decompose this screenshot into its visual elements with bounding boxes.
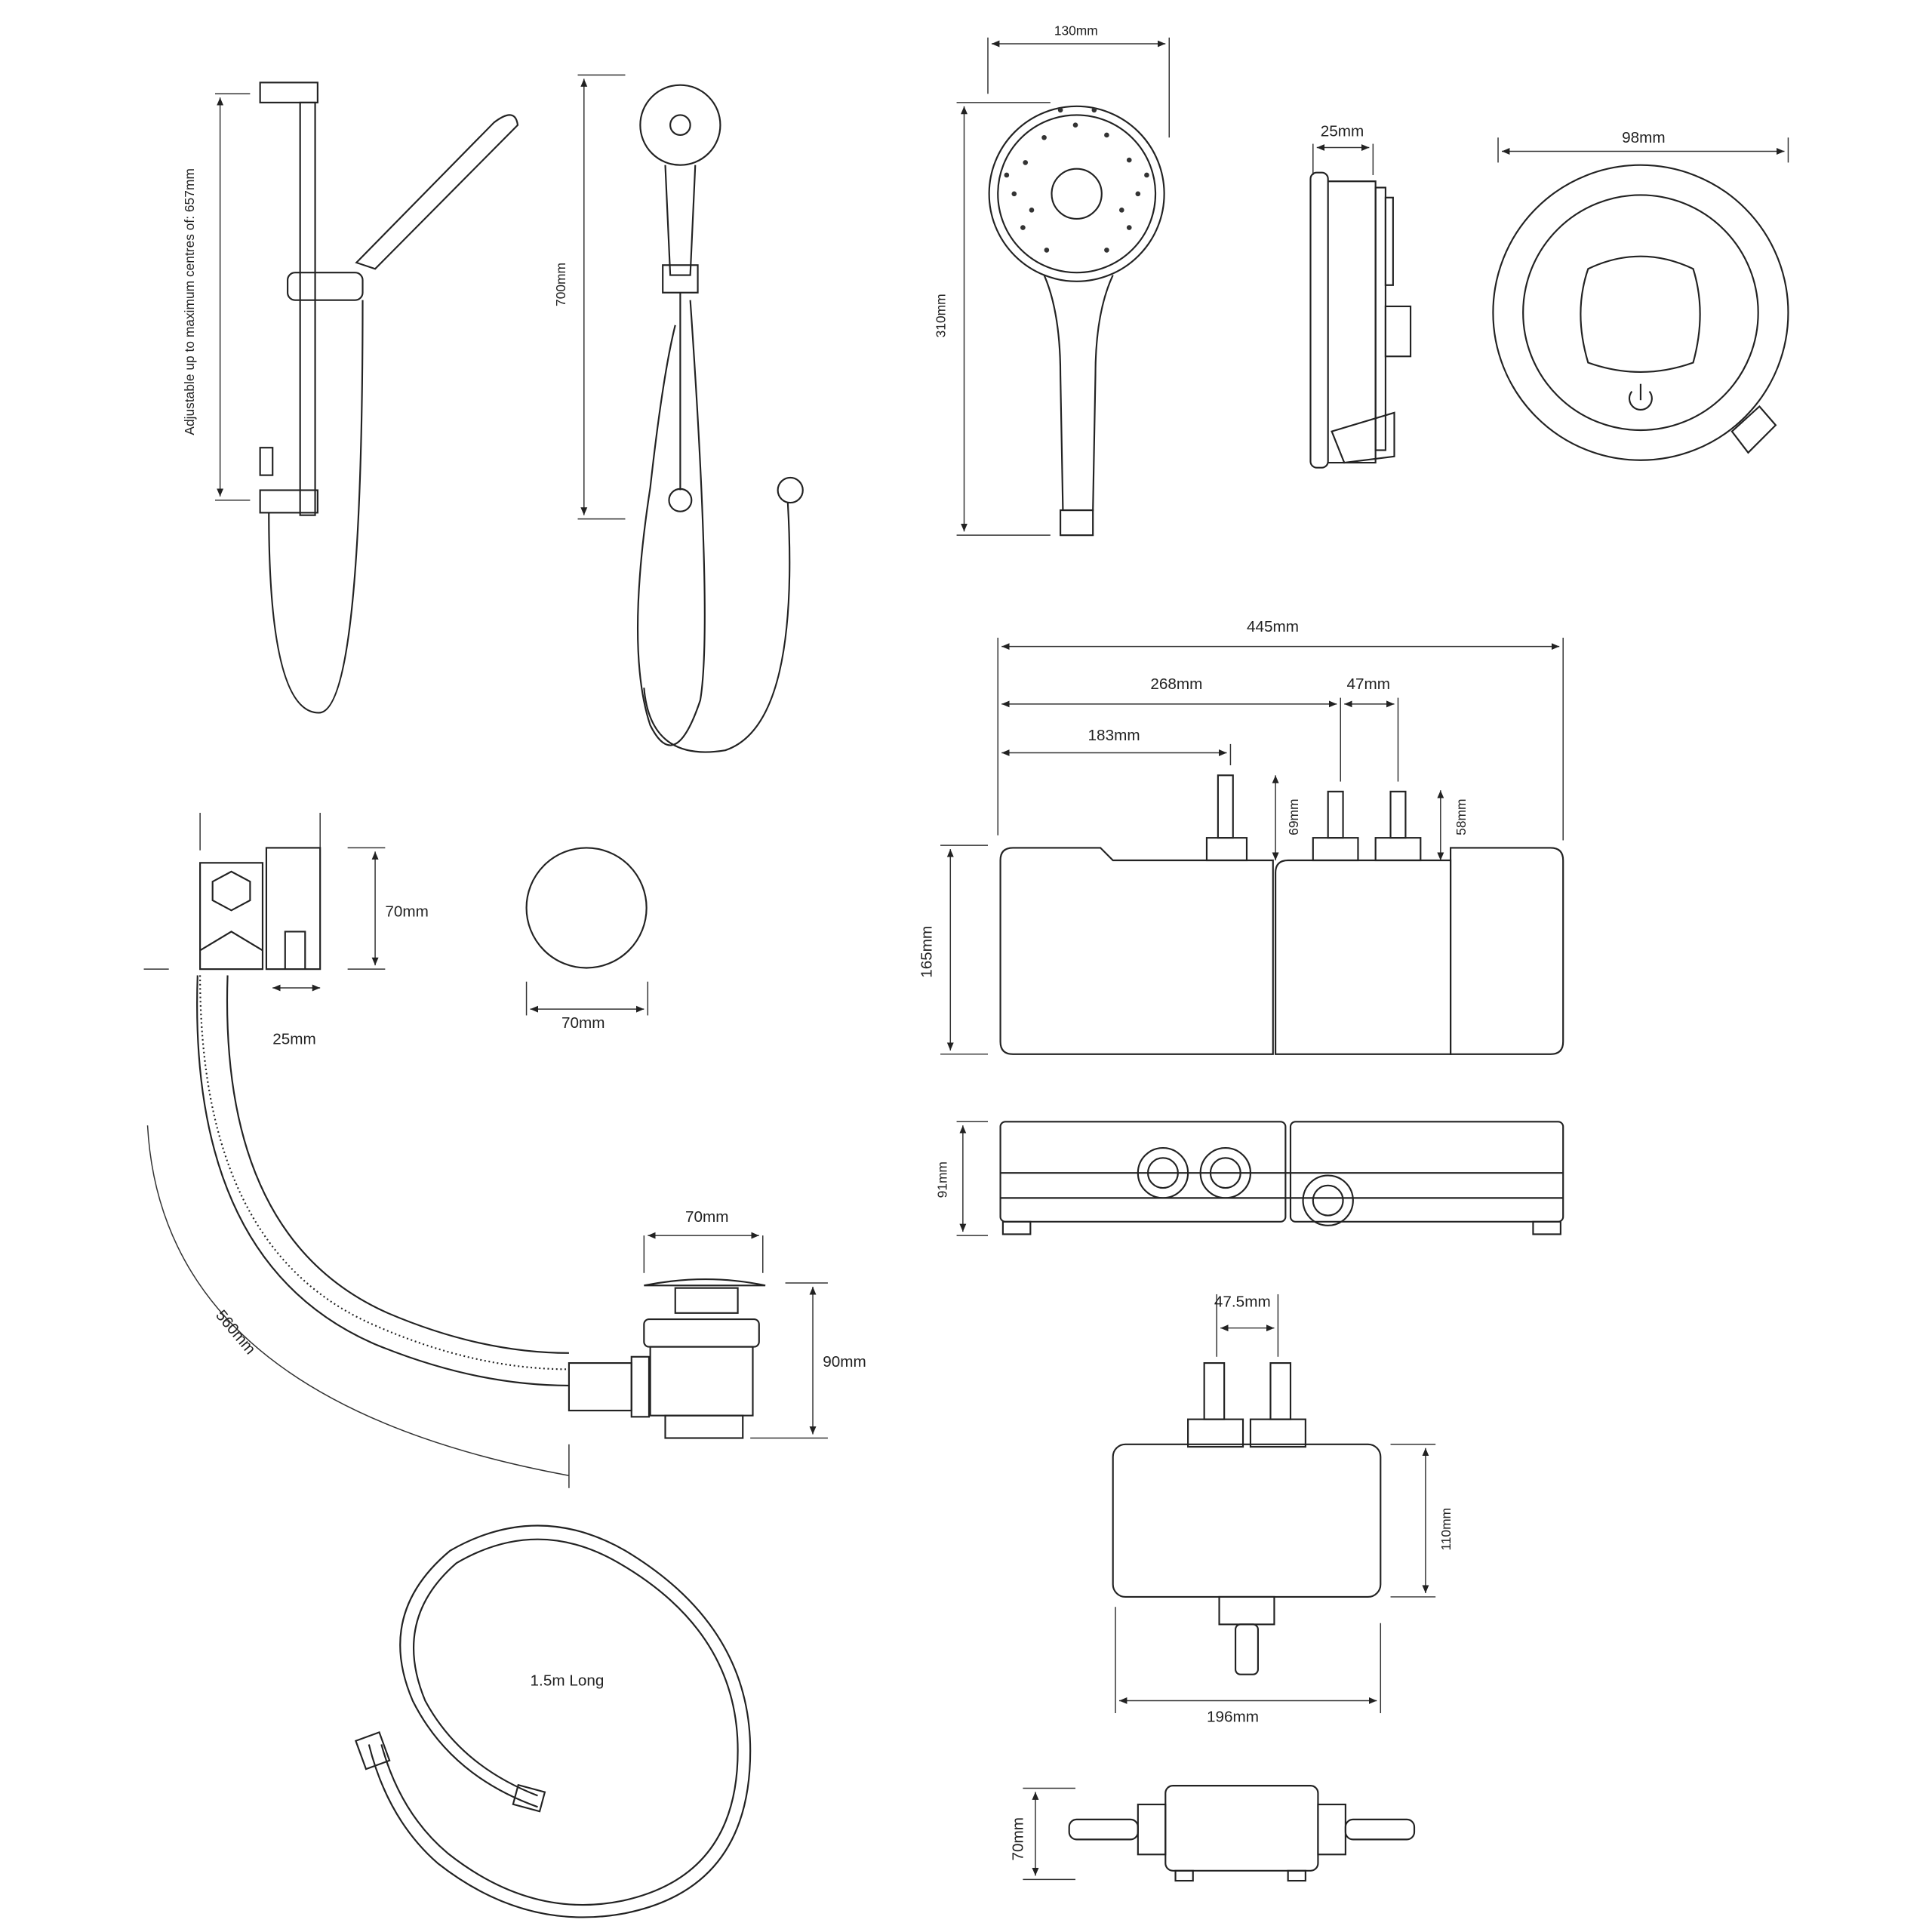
overflow-depth-label: 25mm — [272, 1031, 316, 1048]
pump-height-label: 110mm — [1438, 1508, 1454, 1551]
valve-top-view: 91mm — [934, 1121, 1564, 1236]
valve-depth-label: 91mm — [934, 1161, 949, 1198]
control-diameter-label: 98mm — [1622, 129, 1666, 146]
pump-side-height-label: 70mm — [1009, 1817, 1026, 1861]
pump-front-view: 47.5mm 110mm 196mm — [1112, 1294, 1454, 1726]
spray-nozzles — [1004, 107, 1149, 253]
control-front-view: 98mm — [1492, 129, 1789, 461]
pump-side-view: 70mm — [1009, 1785, 1416, 1882]
valve-height-label: 165mm — [918, 926, 935, 978]
waste-hose-label: 560mm — [212, 1307, 259, 1358]
valve-69-label: 69mm — [1286, 799, 1301, 835]
overflow-cap: 70mm — [525, 847, 649, 1032]
handset-height-label: 700mm — [553, 263, 568, 306]
power-icon — [1628, 383, 1653, 411]
valve-width-label: 445mm — [1247, 618, 1299, 635]
control-side-view: 25mm — [1309, 123, 1412, 469]
valve-47-label: 47mm — [1347, 675, 1391, 693]
shower-head-drawing: 130mm 310mm — [934, 23, 1171, 537]
hose-length-label: 1.5m Long — [531, 1672, 605, 1690]
valve-268-label: 268mm — [1150, 675, 1202, 693]
pump-width-label: 196mm — [1207, 1709, 1259, 1726]
bath-waste: 560mm 70mm 90mm — [146, 975, 866, 1488]
valve-58-label: 58mm — [1454, 799, 1469, 835]
flexible-hose: 1.5m Long — [355, 1524, 752, 1918]
cap-diameter-label: 70mm — [561, 1014, 605, 1032]
bath-overflow: 70mm 25mm — [143, 813, 429, 1048]
valve-183-label: 183mm — [1088, 727, 1140, 744]
riser-adjust-label: Adjustable up to maximum centres of: 657… — [182, 168, 197, 435]
head-width-label: 130mm — [1054, 23, 1098, 38]
valve-front-view: 445mm 268mm 47mm 183mm 69mm 58mm 165mm — [918, 618, 1564, 1055]
riser-rail-kit: Adjustable up to maximum centres of: 657… — [182, 82, 519, 714]
handset-kit: 700mm — [553, 74, 804, 753]
waste-width-label: 70mm — [685, 1208, 729, 1226]
waste-height-label: 90mm — [823, 1353, 866, 1371]
head-height-label: 310mm — [934, 294, 949, 337]
control-depth-label: 25mm — [1321, 123, 1364, 140]
overflow-height-label: 70mm — [385, 903, 429, 921]
pump-spacing-label: 47.5mm — [1214, 1294, 1271, 1311]
